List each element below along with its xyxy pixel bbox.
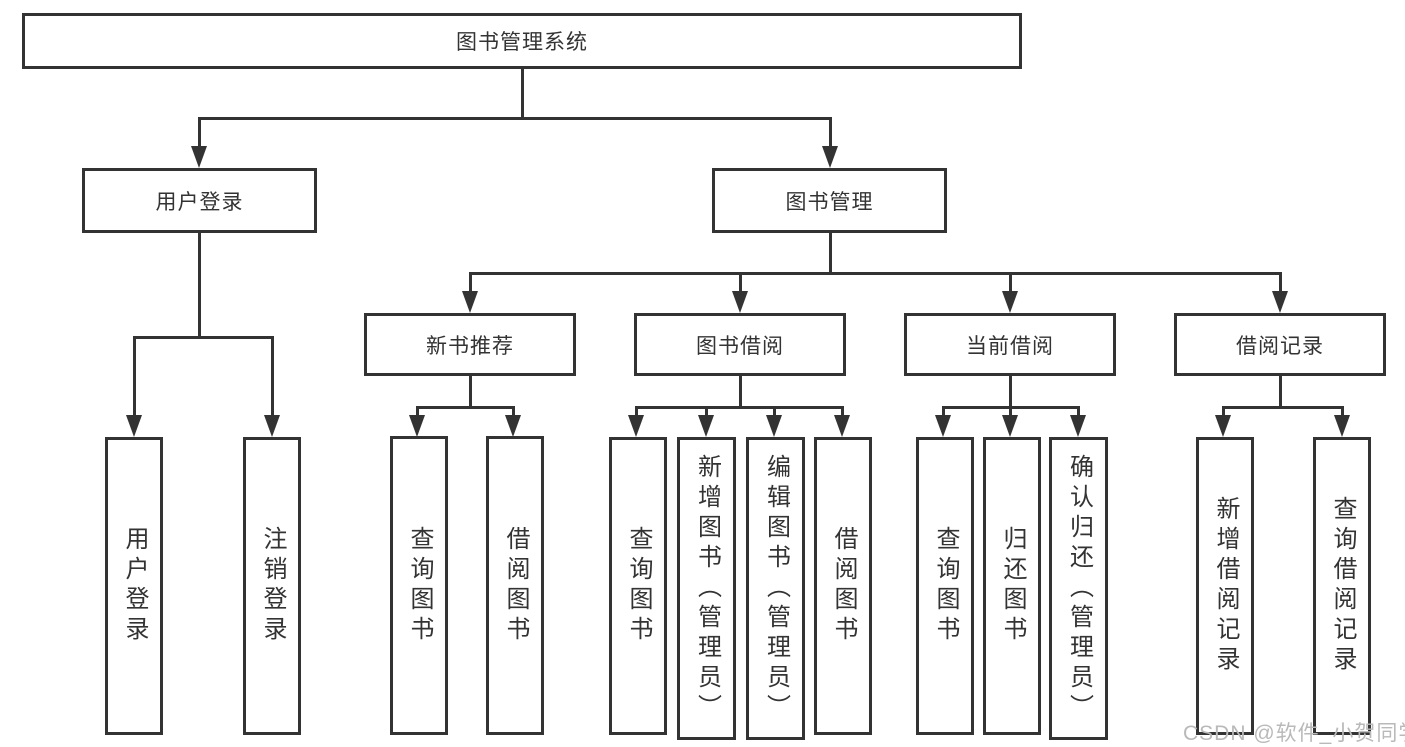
node-label: 查询图书 [625,526,652,646]
node-label: 图书管理 [785,190,874,214]
connector-vertical-line [772,407,776,421]
arrow-down-icon [1334,415,1350,437]
arrow-down-icon [698,415,714,437]
connector-vertical-line [1076,407,1080,421]
connector-vertical-line [1008,273,1012,297]
node-label: 借阅记录 [1236,334,1324,358]
connector-horizontal-line [132,335,274,339]
connector-vertical-line [634,407,638,421]
connector-vertical-line [738,273,742,297]
connector-vertical-line [738,376,742,409]
connector-vertical-line [1008,376,1012,409]
connector-vertical-line [941,407,945,421]
arrow-down-icon [1272,291,1288,313]
node-current-borrowing: 当前借阅 [904,313,1116,376]
arrow-down-icon [834,415,850,437]
leaf-add-books-admin: 新增图书（管理员） [677,437,736,740]
connector-vertical-line [468,376,472,409]
node-label: 借阅图书 [830,526,857,646]
leaf-query-books-recommend: 查询图书 [390,436,448,735]
leaf-logout-login: 注销登录 [243,437,301,735]
node-label: 新增借阅记录 [1212,496,1239,676]
leaf-borrow-books-borrowing: 借阅图书 [814,437,872,735]
node-library-management-system: 图书管理系统 [22,13,1022,69]
connector-vertical-line [132,337,136,421]
arrow-down-icon [1002,291,1018,313]
connector-vertical-line [520,69,524,120]
node-label: 新增图书（管理员） [693,453,721,724]
connector-vertical-line [197,118,201,150]
leaf-confirm-return-admin: 确认归还（管理员） [1049,437,1108,740]
connector-vertical-line [1008,407,1012,421]
arrow-down-icon [264,415,280,437]
node-user-login: 用户登录 [82,168,317,233]
node-label: 图书借阅 [696,334,784,358]
connector-horizontal-line [634,405,844,409]
node-book-borrowing: 图书借阅 [634,313,846,376]
arrow-down-icon [628,415,644,437]
node-label: 借阅图书 [502,525,529,646]
connector-horizontal-line [1221,405,1344,409]
connector-vertical-line [840,407,844,421]
arrow-down-icon [191,146,207,168]
node-label: 当前借阅 [966,334,1054,358]
leaf-edit-books-admin: 编辑图书（管理员） [746,437,805,740]
node-label: 查询图书 [406,525,433,646]
node-label: 图书管理系统 [456,31,588,54]
connector-horizontal-line [941,405,1080,409]
arrow-down-icon [1070,415,1086,437]
arrow-down-icon [1002,415,1018,437]
arrow-down-icon [935,415,951,437]
node-label: 查询图书 [932,526,959,646]
node-book-management: 图书管理 [712,168,947,233]
connector-vertical-line [704,407,708,421]
node-label: 归还图书 [999,526,1026,646]
node-label: 新书推荐 [426,334,514,358]
arrow-down-icon [505,415,521,437]
node-label: 确认归还（管理员） [1065,453,1093,724]
node-label: 编辑图书（管理员） [762,453,790,724]
connector-vertical-line [197,232,201,339]
node-label: 注销登录 [259,526,286,646]
node-borrowing-records: 借阅记录 [1174,313,1386,376]
leaf-add-borrow-record: 新增借阅记录 [1196,437,1254,735]
arrow-down-icon [822,146,838,168]
connector-vertical-line [828,118,832,150]
leaf-borrow-books-recommend: 借阅图书 [486,436,544,735]
leaf-query-borrow-record: 查询借阅记录 [1313,437,1371,735]
connector-vertical-line [1278,376,1282,409]
arrow-down-icon [1215,415,1231,437]
connector-vertical-line [1278,273,1282,297]
arrow-down-icon [409,415,425,437]
leaf-user-login: 用户登录 [105,437,163,735]
node-label: 用户登录 [121,526,148,646]
connector-horizontal-line [468,271,1282,275]
arrow-down-icon [766,415,782,437]
arrow-down-icon [732,291,748,313]
connector-vertical-line [468,273,472,297]
arrow-down-icon [462,291,478,313]
node-label: 用户登录 [155,190,244,214]
leaf-query-books-current: 查询图书 [916,437,974,735]
connector-vertical-line [828,233,832,275]
connector-horizontal-line [197,116,832,120]
connector-vertical-line [415,407,419,421]
arrow-down-icon [126,415,142,437]
connector-horizontal-line [415,405,515,409]
csdn-watermark: CSDN @软件_小贺同学 [1183,722,1405,745]
connector-vertical-line [270,337,274,421]
connector-vertical-line [1221,407,1225,421]
leaf-query-books-borrowing: 查询图书 [609,437,667,735]
leaf-return-books: 归还图书 [983,437,1041,735]
node-label: 查询借阅记录 [1329,496,1356,676]
connector-vertical-line [1340,407,1344,421]
connector-vertical-line [511,407,515,421]
node-new-book-recommendation: 新书推荐 [364,313,576,376]
